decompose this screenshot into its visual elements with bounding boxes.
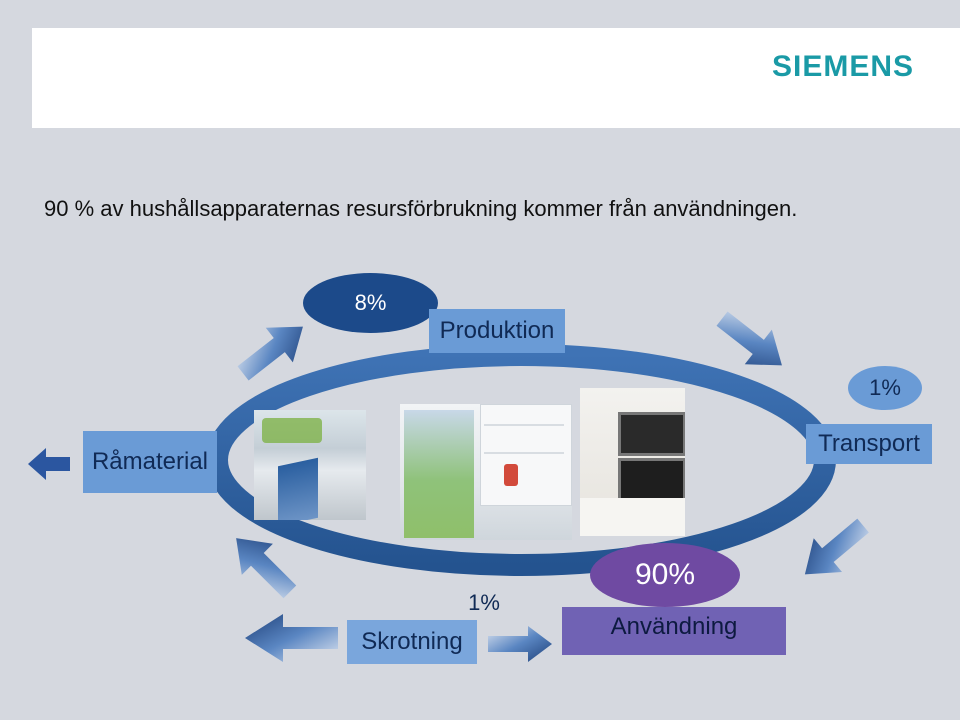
anvandning-percent: 90% — [634, 558, 696, 591]
transport-label-box: Transport — [806, 424, 932, 464]
skrotning-percent: 1% — [468, 590, 500, 615]
refrigerator-photo — [400, 404, 572, 540]
arrow-down-right-icon — [716, 311, 782, 366]
skrotning-label: Skrotning — [361, 628, 463, 655]
oven-photo — [580, 388, 685, 536]
arrow-down-left-icon — [804, 518, 869, 575]
produktion-label: Produktion — [439, 317, 555, 344]
anvandning-label-box: Användning — [562, 607, 786, 655]
produktion-label-box: Produktion — [429, 309, 565, 353]
anvandning-percent-ellipse: 90% — [590, 543, 740, 607]
transport-label: Transport — [818, 430, 920, 457]
dishwasher-photo — [254, 410, 366, 520]
transport-percent: 1% — [869, 375, 901, 400]
arrow-up-left-icon — [236, 538, 297, 599]
skrotning-percent-box: 1% — [460, 588, 508, 618]
produktion-percent: 8% — [354, 290, 387, 315]
ramaterial-label-box: Råmaterial — [83, 431, 217, 493]
ramaterial-label: Råmaterial — [91, 448, 209, 475]
arrow-left-small-icon — [28, 448, 70, 480]
header-bar: SIEMENS — [32, 28, 960, 128]
produktion-percent-ellipse: 8% — [303, 273, 438, 333]
skrotning-label-box: Skrotning — [347, 620, 477, 664]
arrow-right-icon — [488, 626, 552, 662]
siemens-logo: SIEMENS — [771, 50, 914, 83]
arrow-left-icon — [245, 614, 338, 662]
transport-percent-ellipse: 1% — [848, 366, 922, 410]
anvandning-label: Användning — [610, 613, 738, 640]
arrow-up-right-icon — [237, 326, 303, 381]
headline: 90 % av hushållsapparaternas resursförbr… — [44, 196, 798, 221]
